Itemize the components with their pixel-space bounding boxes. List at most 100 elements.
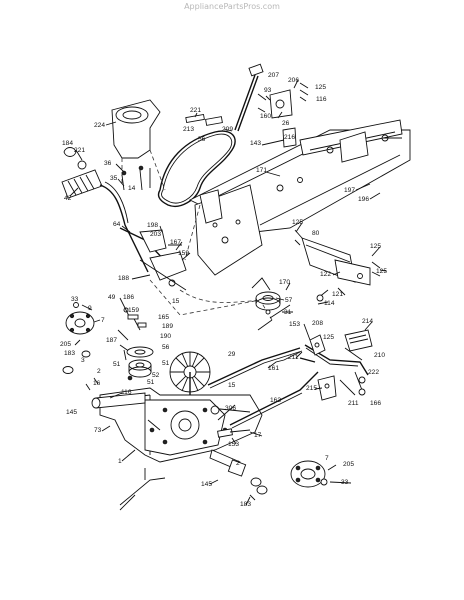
label-183: 183 [64, 350, 75, 357]
label-211b: 211 [348, 400, 359, 407]
label-196: 196 [358, 196, 369, 203]
label-160: 160 [260, 113, 271, 120]
top-hardware [185, 82, 309, 126]
deck-bracket [111, 99, 166, 191]
label-207: 207 [268, 72, 279, 79]
label-49: 49 [108, 294, 116, 301]
label-114: 114 [324, 300, 335, 307]
label-57: 57 [285, 297, 293, 304]
label-14: 14 [128, 185, 136, 192]
label-170: 170 [279, 279, 290, 286]
label-125b: 125 [292, 219, 303, 226]
label-213: 213 [183, 126, 194, 133]
label-116: 116 [316, 96, 327, 103]
label-122: 122 [320, 271, 331, 278]
label-165: 165 [158, 314, 169, 321]
label-145: 145 [66, 409, 77, 416]
label-52: 52 [152, 372, 160, 379]
label-17: 17 [254, 432, 262, 439]
label-166: 166 [370, 400, 381, 407]
label-190: 190 [160, 333, 171, 340]
right-wheel-hub [249, 460, 328, 501]
label-153b: 153 [228, 441, 239, 448]
label-26: 26 [282, 120, 290, 127]
label-51b: 51 [162, 360, 170, 367]
transmission-pulley [126, 346, 154, 381]
label-187: 187 [106, 337, 117, 344]
left-components [61, 147, 151, 273]
label-188: 188 [118, 275, 129, 282]
label-161: 161 [268, 365, 279, 372]
label-116b: 116 [121, 389, 132, 396]
label-7: 7 [101, 317, 105, 324]
label-167: 167 [170, 239, 181, 246]
label-9: 9 [88, 305, 92, 312]
label-205b: 205 [343, 461, 354, 468]
label-15b: 15 [228, 382, 236, 389]
label-3: 3 [81, 357, 85, 364]
label-143: 143 [250, 140, 261, 147]
leader-lines [69, 79, 387, 506]
label-64: 64 [113, 221, 121, 228]
label-211: 211 [288, 354, 299, 361]
label-171: 171 [256, 167, 267, 174]
label-221: 221 [190, 107, 201, 114]
label-125d: 125 [376, 268, 387, 275]
label-221b: 221 [74, 147, 85, 154]
label-306: 306 [225, 405, 236, 412]
label-183b: 183 [240, 501, 251, 508]
label-125e: 125 [323, 334, 334, 341]
label-51: 51 [113, 361, 121, 368]
part-labels: 224 221 213 56 209 207 93 206 125 116 16… [60, 72, 387, 508]
cooling-fan [169, 351, 211, 395]
label-184: 184 [62, 140, 73, 147]
label-73: 73 [94, 427, 102, 434]
label-189: 189 [162, 323, 173, 330]
drive-belt [157, 130, 236, 207]
label-214: 214 [362, 318, 373, 325]
label-206: 206 [288, 77, 299, 84]
shift-linkage [207, 304, 319, 429]
label-224: 224 [94, 122, 105, 129]
idler-pulley [251, 277, 281, 315]
label-210: 210 [374, 352, 385, 359]
label-198: 198 [147, 222, 158, 229]
label-29: 29 [228, 351, 236, 358]
label-208: 208 [312, 320, 323, 327]
transaxle [91, 387, 263, 511]
label-145b: 145 [201, 481, 212, 488]
label-56: 56 [198, 136, 206, 143]
label-197: 197 [344, 187, 355, 194]
left-wheel-hub [62, 302, 99, 391]
label-1: 1 [118, 458, 122, 465]
label-159: 159 [178, 250, 189, 257]
brake-arm [119, 204, 273, 321]
label-2: 2 [97, 368, 101, 375]
label-51c: 51 [147, 379, 155, 386]
label-35: 35 [110, 175, 118, 182]
label-159b: 159 [128, 307, 139, 314]
label-2b: 2 [236, 460, 240, 467]
label-203: 203 [150, 231, 161, 238]
label-125: 125 [315, 84, 326, 91]
label-215: 215 [306, 385, 317, 392]
label-222: 222 [368, 369, 379, 376]
label-36: 36 [104, 160, 112, 167]
label-216: 216 [284, 134, 295, 141]
label-186: 186 [123, 294, 134, 301]
label-7b: 7 [325, 455, 329, 462]
label-31: 31 [284, 309, 292, 316]
label-163: 163 [270, 397, 281, 404]
tractor-frame [188, 63, 411, 276]
label-33: 33 [71, 296, 79, 303]
label-80: 80 [312, 230, 320, 237]
label-153: 153 [289, 321, 300, 328]
pedal-assembly [299, 329, 373, 401]
watermark: AppliancePartsPros.com [184, 2, 280, 11]
label-121: 121 [332, 291, 343, 298]
label-125c: 125 [370, 243, 381, 250]
label-56b: 56 [162, 344, 170, 351]
label-205: 205 [60, 341, 71, 348]
